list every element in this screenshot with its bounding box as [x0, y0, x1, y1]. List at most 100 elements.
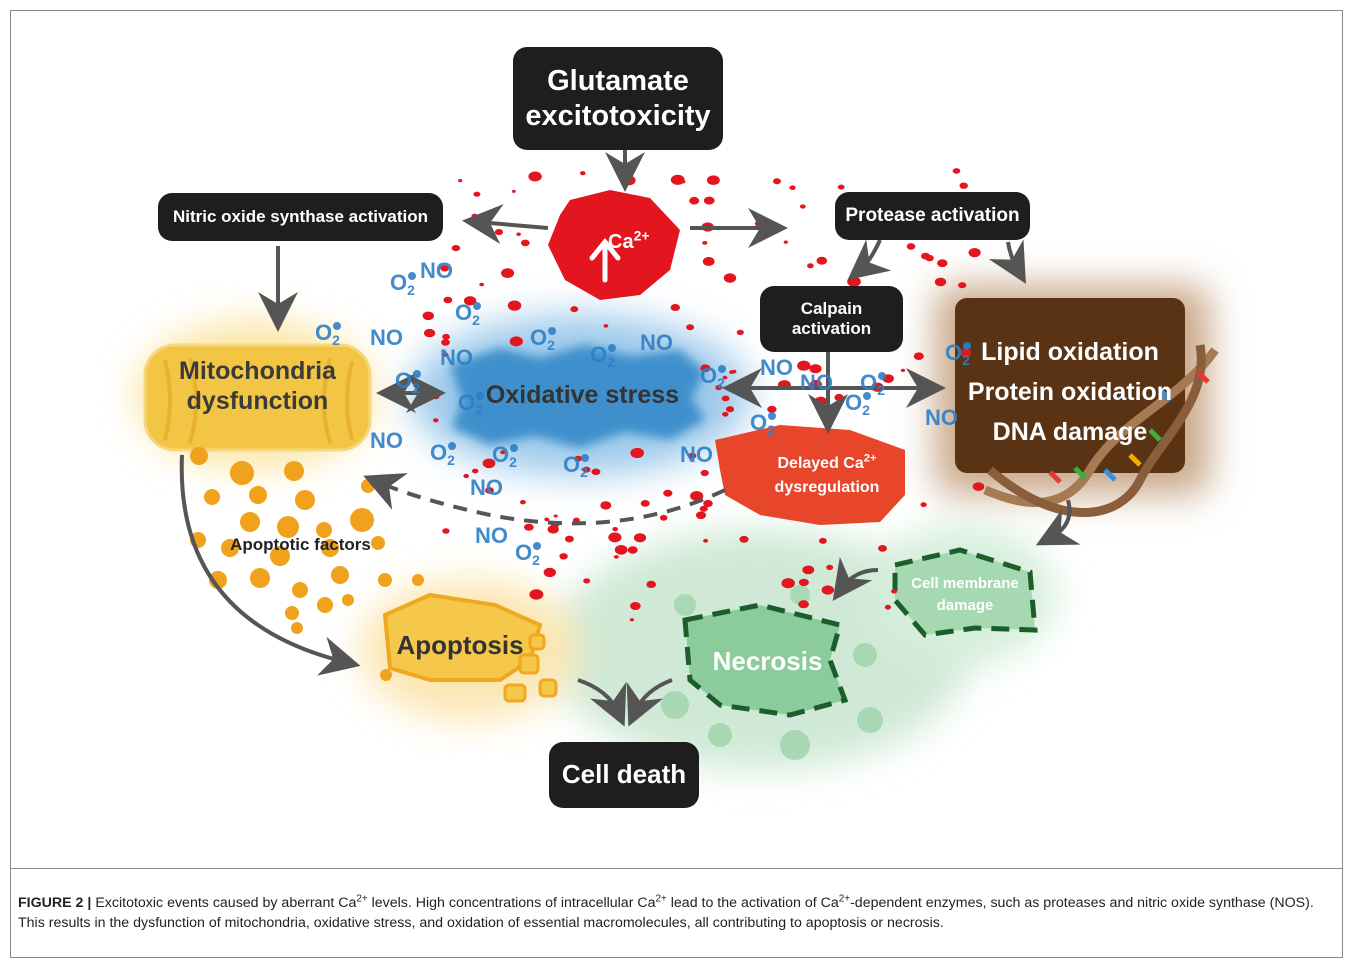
calcium-particle	[471, 213, 478, 219]
delayed-calcium-label: Delayed Ca2+ dysregulation	[752, 452, 902, 500]
calcium-particle	[920, 502, 927, 508]
calcium-particle	[819, 537, 827, 544]
calcium-particle	[494, 229, 503, 236]
nitric-oxide-label: NO	[370, 325, 403, 350]
nitric-oxide-label: NO	[760, 355, 793, 380]
radical-dot	[473, 302, 481, 310]
nitric-oxide-label: NO	[640, 330, 673, 355]
calcium-particle	[433, 418, 439, 423]
mitochondria-cristae	[163, 357, 354, 444]
nitric-oxide-label: NO	[370, 428, 403, 453]
calcium-particle	[773, 178, 781, 185]
oxidative-stress-text: Oxidative stress	[485, 381, 680, 409]
calcium-particle	[479, 282, 485, 287]
caption-text-1: Excitotoxic events caused by aberrant Ca	[95, 895, 357, 911]
glutamate-line2: excitotoxicity	[525, 99, 711, 132]
calcium-particle	[721, 395, 730, 402]
calcium-particle	[781, 578, 795, 589]
calcium-particle	[754, 220, 762, 226]
apoptotic-factor-dot	[284, 461, 304, 481]
calcium-particle	[783, 240, 788, 244]
calcium-particle	[789, 185, 796, 190]
caption-text-3: lead to the activation of Ca	[666, 895, 839, 911]
calcium-blob	[548, 190, 680, 300]
figure-caption: FIGURE 2 | Excitotoxic events caused by …	[18, 893, 1336, 933]
arrow-apoptosis-to-death	[577, 678, 627, 727]
protease-activation-label: Protease activation	[845, 204, 1020, 226]
calcium-particle	[482, 458, 496, 469]
radical-dot	[476, 392, 484, 400]
apoptotic-factor-dot	[342, 594, 354, 606]
calcium-particle	[583, 578, 591, 584]
radical-dot	[510, 444, 518, 452]
apoptotic-factor-dot	[277, 516, 299, 538]
apoptotic-factor-dot	[371, 536, 385, 550]
radical-dot	[333, 322, 341, 330]
apoptosis-text: Apoptosis	[396, 630, 524, 660]
calcium-particle	[574, 455, 583, 462]
calcium-particle	[703, 499, 713, 508]
calcium-particle	[422, 311, 434, 321]
calcium-particle	[834, 393, 844, 402]
calcium-particle	[715, 384, 723, 391]
apoptotic-factor-dot	[250, 568, 270, 588]
calcium-particle	[633, 533, 647, 543]
radical-dot	[548, 327, 556, 335]
calcium-particle	[511, 189, 516, 193]
calcium-particle	[689, 196, 700, 205]
caption-separator: |	[87, 895, 92, 911]
radical-dot	[878, 372, 886, 380]
membrane-line1: Cell membrane	[911, 575, 1019, 592]
calcium-particle	[878, 545, 887, 552]
calcium-particle	[972, 482, 985, 491]
nitric-oxide-label: NO	[420, 258, 453, 283]
dna-strand-a	[983, 347, 1219, 507]
calpain-line2: activation	[791, 319, 872, 338]
arrow-mito-to-apoptosis	[179, 454, 361, 676]
caption-sup-2: 2+	[655, 893, 667, 905]
calcium-base: Ca	[608, 231, 634, 253]
calcium-particle	[485, 487, 494, 494]
calcium-particle	[699, 505, 708, 512]
membrane-damage-label: Cell membrane damage	[890, 573, 1040, 617]
apoptotic-factor-dot	[350, 508, 374, 532]
calcium-particle	[767, 405, 777, 413]
arrow-protease-to-calpain	[847, 239, 892, 281]
apoptotic-factors-label: Apoptotic factors	[218, 535, 383, 555]
calcium-particle	[441, 339, 450, 346]
calcium-particle	[614, 545, 628, 555]
calcium-particle	[612, 527, 618, 532]
calcium-particle	[884, 604, 892, 610]
calcium-particle	[703, 196, 715, 205]
apoptotic-factors-text: Apoptotic factors	[230, 535, 371, 554]
calcium-particle	[613, 555, 619, 559]
calcium-particle	[797, 360, 811, 371]
calcium-sup: 2+	[633, 227, 650, 244]
necrosis-shape	[682, 602, 849, 718]
calcium-particle	[507, 300, 522, 311]
apoptotic-factor-dot	[295, 490, 315, 510]
calcium-particle	[900, 368, 906, 372]
calcium-particle	[906, 243, 916, 250]
calcium-particle	[729, 370, 735, 375]
mitochondria-shape	[143, 343, 372, 452]
nos-activation-label: Nitric oxide synthase activation	[172, 206, 429, 226]
calcium-particles	[422, 168, 985, 622]
calcium-particle	[958, 282, 967, 289]
calcium-particle	[473, 191, 481, 197]
calcium-particle	[702, 241, 708, 245]
calcium-particle	[424, 328, 436, 338]
apoptotic-bodies	[503, 633, 558, 703]
calcium-particle	[543, 567, 556, 578]
arrow-delayed-to-mito	[363, 473, 726, 526]
calcium-particle	[859, 253, 865, 258]
calcium-particle	[663, 489, 673, 497]
apoptotic-factor-dot	[316, 522, 332, 538]
calcium-particle	[703, 538, 709, 543]
calcium-particle	[591, 468, 601, 476]
caption-sup-1: 2+	[356, 893, 368, 905]
radical-dot	[608, 344, 616, 352]
calcium-particle	[544, 517, 550, 522]
calcium-particle	[837, 184, 845, 190]
arrow-membrane-to-necrosis	[832, 556, 879, 601]
